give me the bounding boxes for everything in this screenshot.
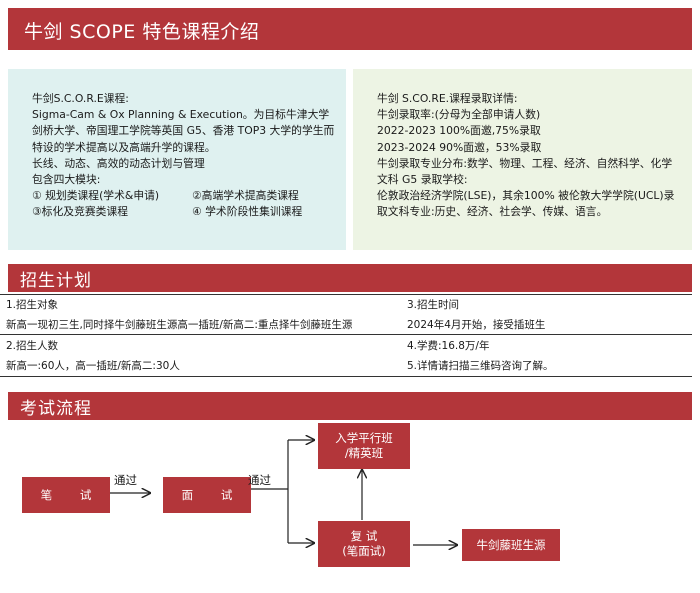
admission-rate-label: 牛剑录取率:(分母为全部申请人数) <box>377 108 541 122</box>
admission-panel: 牛剑 S.CO.RE.课程录取详情: 牛剑录取率:(分母为全部申请人数) 202… <box>353 69 692 250</box>
intro-feature: 长线、动态、高效的动态计划与管理 <box>32 156 205 170</box>
retest-line1: 复 试 <box>350 529 378 543</box>
admission-2022: 2022-2023 100%面邀,75%录取 <box>377 124 541 138</box>
table-divider <box>0 294 692 295</box>
class-placement-line2: /精英班 <box>344 446 384 460</box>
talent-pool-box: 牛剑藤班生源 <box>462 529 560 561</box>
class-placement-line1: 入学平行班 <box>335 431 393 445</box>
pass-label: 通过 <box>248 473 271 487</box>
intro-modules-heading: 包含四大模块: <box>32 173 101 187</box>
exam-heading: 考试流程 <box>20 399 92 419</box>
retest-box: 复 试 (笔面试) <box>318 521 410 567</box>
table-row: 新高一现初三生,同时择牛剑藤班生源高一插班/新高二:重点择牛剑藤班生源 2024… <box>0 314 692 334</box>
table-divider <box>0 376 692 377</box>
admission-schools: 伦敦政治经济学院(LSE)，其余100% 被伦敦大学学院(UCL)录取文科专业:… <box>377 189 675 219</box>
table-divider <box>0 334 692 335</box>
title-bar: 牛剑 SCOPE 特色课程介绍 <box>8 8 692 50</box>
enrollment-table: 1.招生对象 3.招生时间 新高一现初三生,同时择牛剑藤班生源高一插班/新高二:… <box>0 294 692 377</box>
retest-line2: (笔面试) <box>342 544 386 558</box>
enroll-count-label: 2.招生人数 <box>6 340 59 352</box>
enroll-time-value: 2024年4月开始，接受插班生 <box>407 319 546 331</box>
enrollment-heading: 招生计划 <box>20 271 92 291</box>
page-title: 牛剑 SCOPE 特色课程介绍 <box>24 21 260 43</box>
module-item: ②高端学术提高类课程 <box>192 189 299 203</box>
enroll-count-value: 新高一:60人，高一插班/新高二:30人 <box>6 360 180 372</box>
admission-heading: 牛剑 S.CO.RE.课程录取详情: <box>377 92 518 105</box>
table-row: 新高一:60人，高一插班/新高二:30人 5.详情请扫描三维码咨询了解。 <box>0 355 692 375</box>
course-intro-panel: 牛剑S.C.O.R.E课程: Sigma-Cam & Ox Planning &… <box>8 69 346 250</box>
written-exam-box: 笔 试 <box>22 477 110 513</box>
interview-box: 面 试 <box>163 477 251 513</box>
intro-heading: 牛剑S.C.O.R.E课程: <box>32 92 129 105</box>
intro-description: Sigma-Cam & Ox Planning & Execution。为目标牛… <box>32 108 335 154</box>
module-item: ① 规划类课程(学术&申请) <box>32 189 160 203</box>
module-list: ① 规划类课程(学术&申请) ②高端学术提高类课程 ③标化及竞赛类课程 ④ 学术… <box>32 188 336 220</box>
enrollment-section-header: 招生计划 <box>8 264 692 292</box>
module-item: ③标化及竞赛类课程 <box>32 205 129 219</box>
enroll-target-label: 1.招生对象 <box>6 299 59 311</box>
class-placement-box: 入学平行班 /精英班 <box>318 423 410 469</box>
exam-section-header: 考试流程 <box>8 392 692 420</box>
admission-2023: 2023-2024 90%面邀，53%录取 <box>377 140 542 154</box>
module-item: ④ 学术阶段性集训课程 <box>192 205 303 219</box>
table-row: 1.招生对象 3.招生时间 <box>0 294 692 314</box>
table-row: 2.招生人数 4.学费:16.8万/年 <box>0 335 692 355</box>
pass-label: 通过 <box>114 473 137 487</box>
enroll-target-value: 新高一现初三生,同时择牛剑藤班生源高一插班/新高二:重点择牛剑藤班生源 <box>6 319 353 331</box>
tuition-value: 4.学费:16.8万/年 <box>407 340 490 352</box>
admission-majors: 牛剑录取专业分布:数学、物理、工程、经济、自然科学、化学文科 G5 录取学校: <box>377 156 673 187</box>
enroll-time-label: 3.招生时间 <box>407 299 460 311</box>
contact-note: 5.详情请扫描三维码咨询了解。 <box>407 360 554 372</box>
